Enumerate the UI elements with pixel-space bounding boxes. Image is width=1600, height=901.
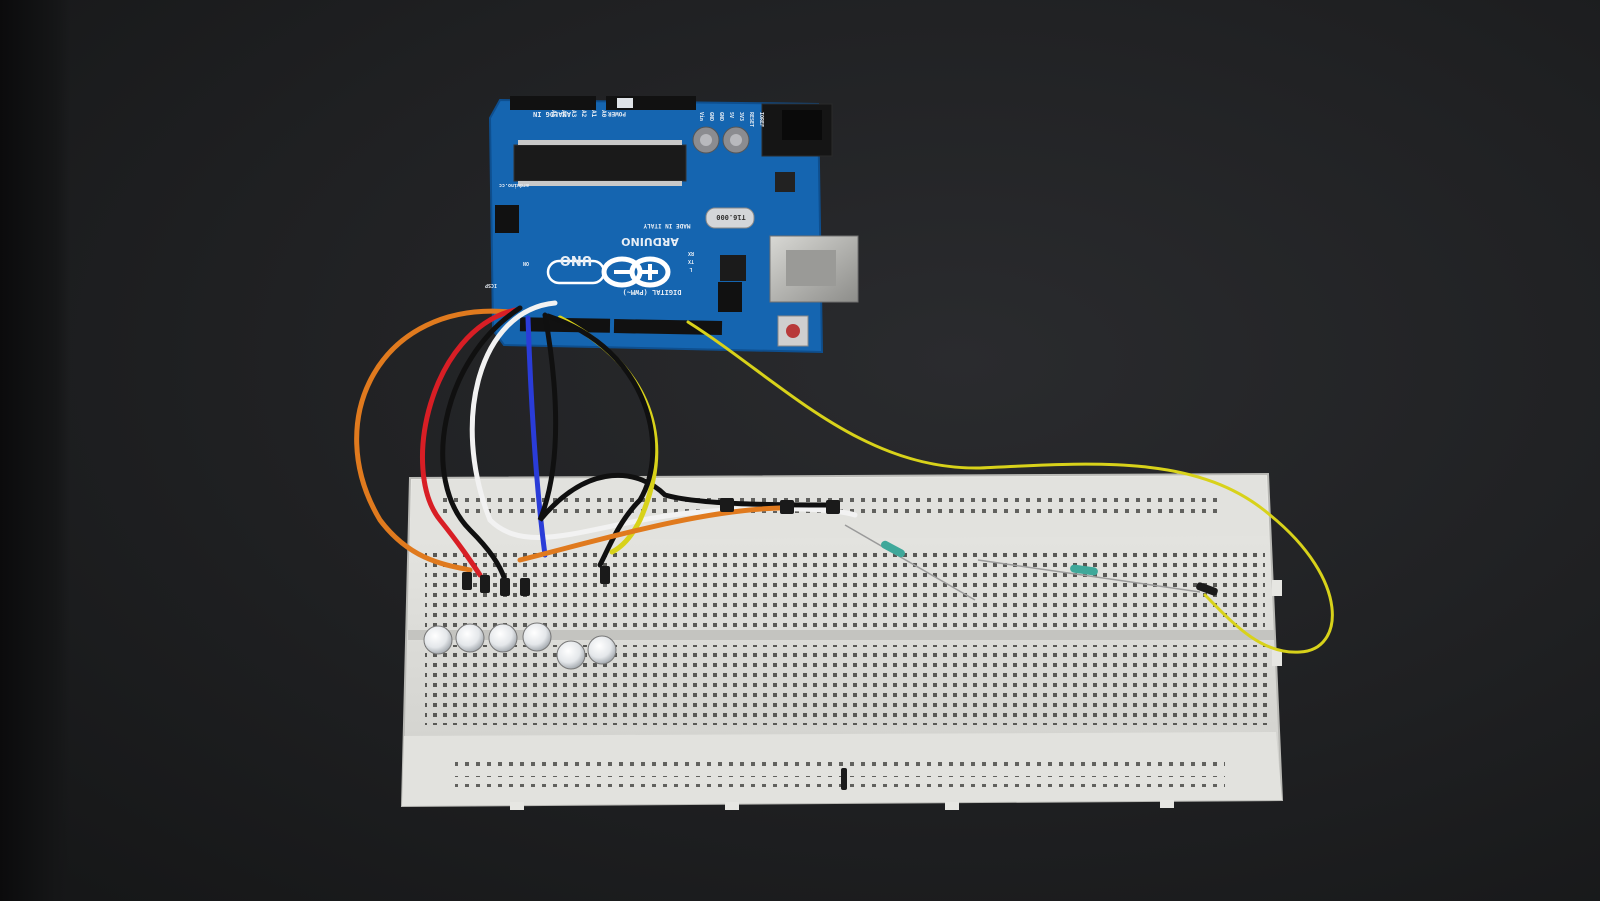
led-6 [587, 635, 617, 665]
orange-wire [354, 308, 513, 573]
pin-gnd-2: GND [708, 112, 714, 121]
breadboard [400, 472, 1284, 810]
pin-gnd-1: GND [718, 112, 724, 121]
brand-label: ARDUINO [621, 235, 679, 248]
led-1 [423, 625, 453, 655]
led-3 [488, 623, 518, 653]
origin-label: MADE IN ITALY [643, 222, 690, 229]
power-header-label: POWER [608, 110, 626, 117]
center-channel [408, 630, 1274, 640]
power-pin-labels: IOREF RESET 3V3 5V GND GND Vin [698, 112, 764, 127]
pin-a1: A1 [590, 110, 597, 118]
mat-shadow-edge [0, 0, 70, 901]
pin-a5: A5 [550, 110, 557, 118]
icsp-label: ICSP [485, 282, 497, 288]
website-label: arduino.cc [499, 182, 529, 188]
crystal-label: T16.000 [716, 213, 746, 221]
pin-reset: RESET [748, 112, 754, 127]
led-2 [455, 623, 485, 653]
analog-pin-labels: A0 A1 A2 A3 A4 A5 [550, 110, 607, 118]
blue-wire [525, 315, 548, 558]
arduino-uno-board: ARDUINO UNO MADE IN ITALY DIGITAL (PWM~)… [485, 96, 859, 354]
pin-ioref: IOREF [758, 112, 764, 127]
terminal-strip-lower [425, 645, 1270, 725]
arduino-logo [546, 256, 671, 288]
rx-led-label: RX [688, 250, 694, 256]
on-led-label: ON [523, 260, 529, 266]
jumper-wires [354, 300, 1334, 654]
pin-a2: A2 [580, 110, 587, 118]
led-row [423, 622, 617, 670]
terminal-strip-upper [425, 548, 1265, 628]
orange-wire-2 [517, 505, 783, 563]
analog-header-label: ANALOG IN [533, 110, 571, 118]
black-wire-2 [537, 312, 833, 522]
black-wire-1 [440, 305, 523, 583]
pin-3v3: 3V3 [738, 112, 744, 121]
digital-header-label: DIGITAL (PWM~) [622, 288, 681, 296]
yellow-wire-long [686, 320, 1334, 654]
resistors [844, 524, 1218, 601]
red-wire [420, 307, 518, 578]
led-5 [556, 640, 586, 670]
tx-led-label: TX [688, 258, 694, 264]
pin-a3: A3 [570, 110, 577, 118]
pin-vin: Vin [698, 112, 704, 121]
l-led-label: L [689, 266, 692, 272]
led-4 [522, 622, 552, 652]
model-label: UNO [560, 252, 593, 267]
pin-a0: A0 [600, 110, 607, 118]
pin-a4: A4 [560, 110, 567, 118]
pin-5v: 5V [728, 112, 734, 118]
wire-plugs [462, 498, 840, 596]
